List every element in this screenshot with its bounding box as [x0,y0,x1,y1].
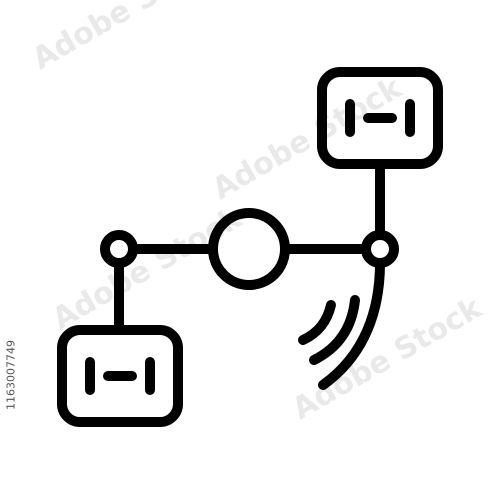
stock-id-label: 1163007749 [4,250,18,500]
stock-id-text: 1163007749 [4,340,18,410]
network-topology-icon [57,67,443,427]
central-hub-circle [208,208,290,290]
bottom-left-node-box [57,325,183,427]
signal-wave-inner [298,300,336,345]
wireless-signal-icon [298,258,385,390]
signal-wave-middle [309,295,360,365]
signal-wave-outer [318,258,385,390]
watermark: Adobe Stock [27,0,229,77]
